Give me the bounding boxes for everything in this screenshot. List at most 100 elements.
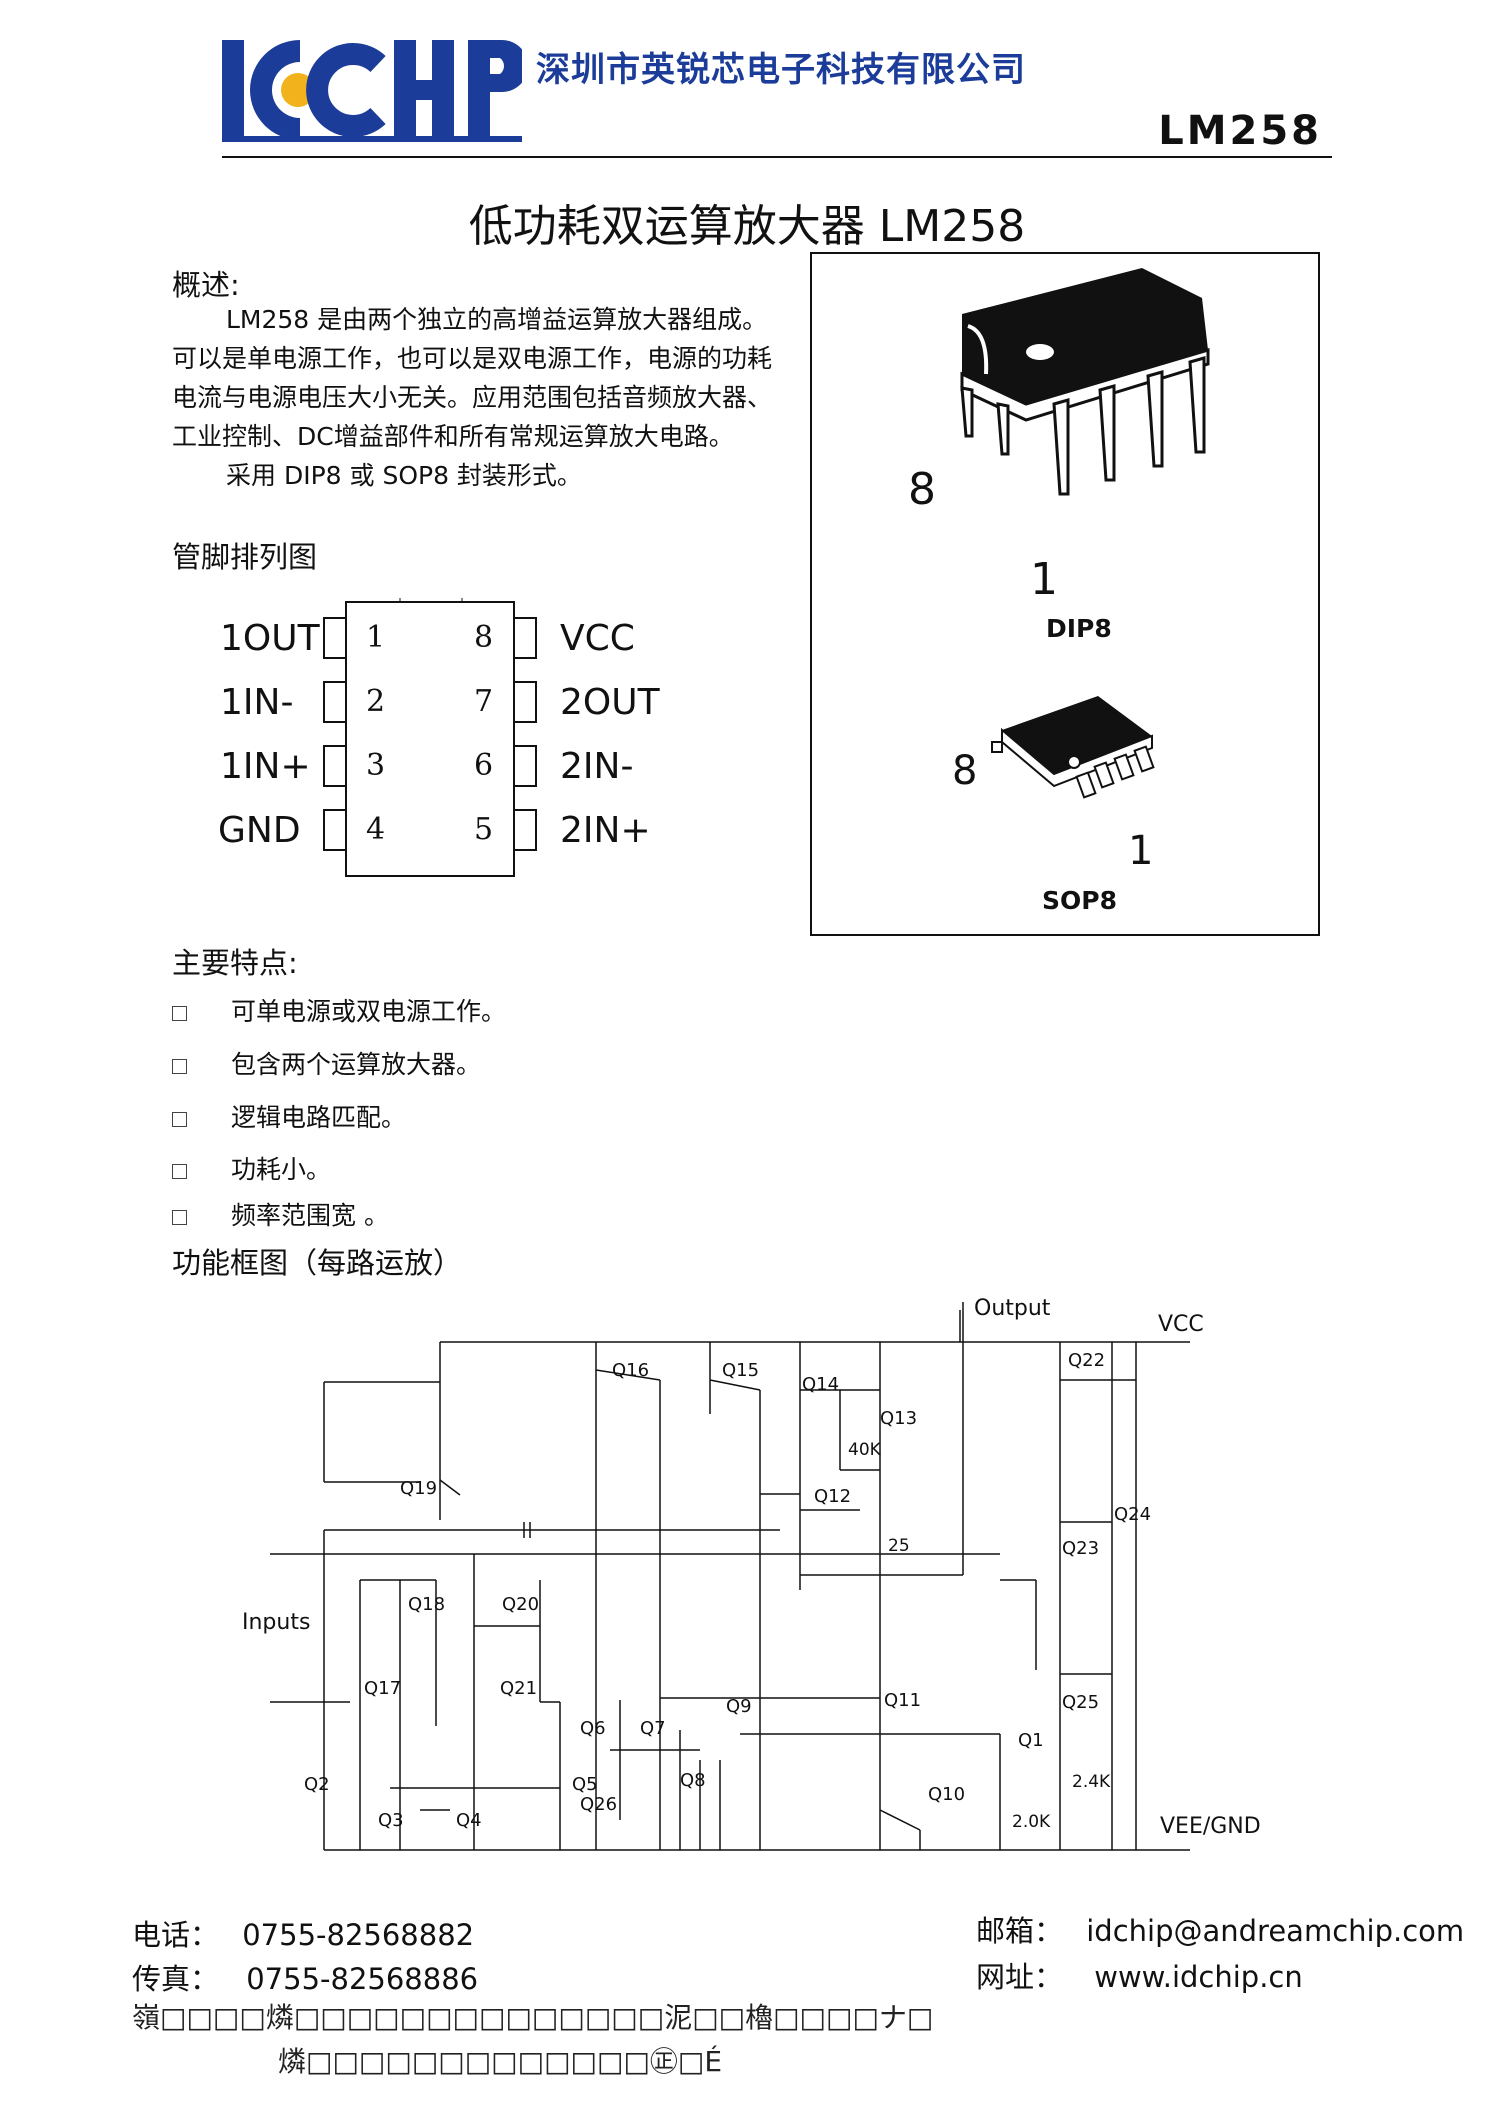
pin-8-number: 8 [474,620,494,655]
resistor-2k4-label: 2.4K [1072,1772,1111,1792]
fax-label: 传真： [132,1962,220,1996]
resistor-25-label: 25 [888,1536,910,1556]
sop8-pin8-marker: 8 [952,748,978,794]
q9-label: Q9 [726,1696,752,1717]
pinout-heading: 管脚排列图 [172,540,318,574]
q17-label: Q17 [364,1678,402,1699]
pin-4-number: 4 [366,812,386,847]
package-box: 8 1 DIP8 8 1 SOP8 [810,252,1320,936]
pin-5-label: 2IN+ [560,810,651,851]
feature-item: 逻辑电路匹配。 [172,1098,406,1134]
q16-label: Q16 [612,1360,650,1381]
bullet-box-icon [172,1111,187,1127]
q6-label: Q6 [580,1718,606,1739]
pin-1-label: 1OUT [220,618,320,659]
pinout-diagram: 1OUT 1IN- 1IN+ GND 1 2 3 4 8 7 6 5 VCC 2… [210,588,690,888]
q12-label: Q12 [814,1486,852,1507]
pin-8-label: VCC [560,618,635,659]
phone-label: 电话： [132,1918,220,1952]
address-line-2: 燐□□□□□□□□□□□□□㊣□É [278,2045,723,2078]
resistor-2k0-label: 2.0K [1012,1812,1051,1832]
feature-text: 包含两个运算放大器。 [231,1050,482,1079]
email-label: 邮箱： [976,1914,1064,1948]
feature-text: 可单电源或双电源工作。 [231,997,507,1026]
fax-line: 传真： 0755-82568886 [132,1956,478,1998]
inputs-label: Inputs [242,1610,311,1635]
pin-1-number: 1 [366,620,386,655]
q14-label: Q14 [802,1374,840,1395]
output-label: Output [974,1296,1051,1321]
pin-3-label: 1IN+ [220,746,311,787]
pin-2-number: 2 [366,684,386,719]
q25-label: Q25 [1062,1692,1100,1713]
pin-5-number: 5 [474,812,494,847]
q4-label: Q4 [456,1810,482,1831]
part-number: LM258 [1158,108,1322,154]
company-name: 深圳市英锐芯电子科技有限公司 [536,50,1026,90]
feature-item: 包含两个运算放大器。 [172,1045,481,1081]
dip8-pin1-marker: 1 [1030,554,1058,605]
website-label: 网址： [976,1960,1064,1994]
q23-label: Q23 [1062,1538,1100,1559]
q21-label: Q21 [500,1678,538,1699]
q7-label: Q7 [640,1718,666,1739]
dip8-pin8-marker: 8 [908,464,936,515]
feature-text: 频率范围宽 。 [231,1201,389,1230]
bullet-box-icon [172,1058,187,1074]
pin-4-label: GND [218,810,301,851]
address-line-1: 嶺□□□□燐□□□□□□□□□□□□□□泥□□櫓□□□□ナ□ [132,2001,934,2034]
block-diagram-heading: 功能框图（每路运放） [172,1246,463,1280]
pin-6-label: 2IN- [560,746,634,787]
q3-label: Q3 [378,1810,404,1831]
q1-label: Q1 [1018,1730,1044,1751]
q18-label: Q18 [408,1594,446,1615]
overview-paragraph-2: 采用 DIP8 或 SOP8 封装形式。 [226,461,582,490]
website-line: 网址： www.idchip.cn [976,1954,1303,1996]
bullet-box-icon [172,1163,187,1179]
pin-6-number: 6 [474,748,494,783]
pin-3-number: 3 [366,748,386,783]
q11-label: Q11 [884,1690,922,1711]
q2-label: Q2 [304,1774,330,1795]
q26-label: Q26 [580,1794,618,1815]
dip8-package-image [960,268,1210,799]
phone-line: 电话： 0755-82568882 [132,1912,474,1954]
pin-7-number: 7 [474,684,494,719]
email-line: 邮箱： idchip@andreamchip.com [976,1908,1464,1950]
feature-item: 可单电源或双电源工作。 [172,992,506,1028]
sop8-pin1-marker: 1 [1128,828,1154,874]
pin-7-label: 2OUT [560,682,660,723]
q13-label: Q13 [880,1408,918,1429]
overview-paragraph-1: LM258 是由两个独立的高增益运算放大器组成。可以是单电源工作，也可以是双电源… [172,305,773,451]
overview-heading: 概述: [172,268,240,302]
phone-number: 0755-82568882 [242,1918,475,1952]
bullet-box-icon [172,1005,187,1021]
feature-item: 功耗小。 [172,1150,331,1186]
email-address[interactable]: idchip@andreamchip.com [1086,1914,1465,1948]
q24-label: Q24 [1114,1504,1152,1525]
vcc-label: VCC [1158,1312,1204,1337]
bullet-box-icon [172,1209,187,1225]
feature-text: 逻辑电路匹配。 [231,1103,407,1132]
dip8-label: DIP8 [1046,614,1112,643]
feature-item: 频率范围宽 。 [172,1196,389,1232]
resistor-40k-label: 40K [848,1440,881,1460]
q22-label: Q22 [1068,1350,1106,1371]
fax-number: 0755-82568886 [246,1962,479,1996]
q15-label: Q15 [722,1360,760,1381]
q10-label: Q10 [928,1784,966,1805]
q20-label: Q20 [502,1594,540,1615]
website-url[interactable]: www.idchip.cn [1094,1960,1303,1994]
block-diagram: Output VCC VEE/GND Inputs Q16 Q15 Q14 Q1… [242,1290,1261,1860]
header-divider [222,156,1332,158]
q5-label: Q5 [572,1774,598,1795]
q8-label: Q8 [680,1770,706,1791]
feature-text: 功耗小。 [231,1155,332,1184]
document-title: 低功耗双运算放大器 LM258 [468,201,1026,252]
company-logo [222,38,528,142]
features-heading: 主要特点: [172,946,298,980]
q19-label: Q19 [400,1478,438,1499]
vee-label: VEE/GND [1160,1814,1261,1839]
sop8-label: SOP8 [1042,886,1117,915]
pin-2-label: 1IN- [220,682,294,723]
